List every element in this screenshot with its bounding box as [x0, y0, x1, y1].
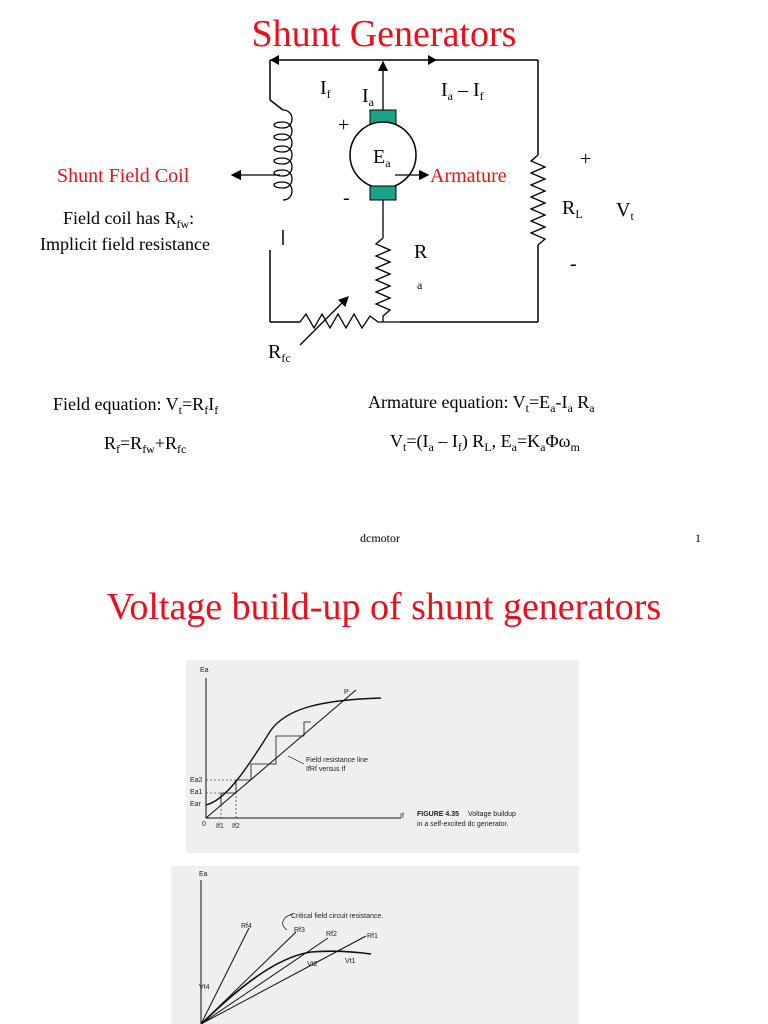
shunt-generator-circuit-diagram	[230, 55, 547, 346]
field-coil-note-line1: Field coil has Rfw:	[63, 208, 195, 231]
rl-resistor-symbol	[529, 154, 547, 246]
slide2-title: Voltage build-up of shunt generators	[106, 586, 662, 628]
fig2-rf3-label: Rf3	[294, 927, 305, 934]
fig1-caption-bold: FIGURE 4.35	[417, 811, 459, 818]
fig2-y-axis-label: Ea	[199, 871, 208, 878]
load-plus-sign: +	[580, 148, 592, 170]
fig2-vt4-label: Vt4	[199, 984, 210, 991]
fig2-rf1-label: Rf1	[367, 933, 378, 940]
fig1-origin-label: 0	[202, 821, 206, 828]
ea-label: Ea	[373, 146, 391, 170]
fig1-magnetization-curve	[205, 697, 382, 806]
slide1-title: Shunt Generators	[251, 13, 517, 55]
fig1-tick-ea1: Ea1	[190, 789, 203, 796]
voltage-buildup-figure: Ea If 0 P Ea2 Ea1 Ear If1 If2 Field resi…	[186, 660, 579, 853]
left-arrow-icon	[270, 55, 279, 65]
rfc-rheostat-symbol	[299, 312, 400, 330]
shunt-field-coil-symbol	[273, 109, 293, 201]
slide-footer: dcmotor	[360, 531, 400, 545]
rl-label: RL	[562, 197, 583, 221]
if-label: If	[320, 77, 331, 101]
armature-minus-sign: -	[343, 187, 350, 209]
ia-label: Ia	[362, 85, 374, 109]
fig1-caption-line2: in a self-excited dc generator.	[417, 821, 508, 828]
armature-label: Armature	[430, 165, 507, 187]
load-minus-sign: -	[570, 253, 577, 275]
shunt-field-coil-label: Shunt Field Coil	[57, 165, 190, 187]
ia-minus-if-label: Ia – If	[441, 79, 484, 103]
fig1-line-label-2: IfRf versus If	[306, 766, 345, 773]
fig2-vt1-label: Vt1	[345, 958, 356, 965]
fig1-caption-rest: Voltage buildup	[468, 811, 516, 818]
critical-resistance-figure: Ea Rf4 Rf3 Rf2 Rf1 Vt4 Vt2 Vt1 Critical …	[171, 866, 579, 1024]
field-equation: Field equation: Vt=RfIf	[53, 394, 219, 417]
fig1-tick-ear: Ear	[190, 801, 202, 808]
armature-bottom-brush	[369, 185, 397, 201]
fig2-vt2-label: Vt2	[307, 961, 318, 968]
armature-equation: Armature equation: Vt=Ea-Ia Ra	[368, 392, 595, 415]
rf-equation: Rf=Rfw+Rfc	[104, 433, 187, 456]
vt-label: Vt	[616, 199, 634, 223]
field-coil-note-line2: Implicit field resistance	[40, 234, 210, 254]
ra-subscript: a	[417, 278, 423, 292]
rfc-label: Rfc	[268, 341, 291, 365]
fig2-rf4-label: Rf4	[241, 923, 252, 930]
ra-label: R	[414, 241, 428, 263]
fig2-rf2-label: Rf2	[326, 931, 337, 938]
fig2-critical-label: Critical field circuit resistance.	[291, 913, 383, 920]
fig1-tick-if2: If2	[232, 823, 240, 830]
armature-plus-sign: +	[338, 114, 350, 136]
fig1-point-p-label: P	[344, 689, 349, 696]
fig1-x-axis-label: If	[400, 813, 404, 820]
right-arrow-icon	[428, 55, 437, 65]
fig1-y-axis-label: Ea	[200, 667, 209, 674]
fig1-line-label-1: Field resistance line	[306, 757, 368, 764]
page-number: 1	[695, 531, 701, 545]
terminal-voltage-equation: Vt=(Ia – If) RL, Ea=KaΦωm	[390, 431, 580, 454]
ra-resistor-symbol	[374, 237, 392, 322]
fig1-tick-ea2: Ea2	[190, 777, 203, 784]
fig1-tick-if1: If1	[216, 823, 224, 830]
